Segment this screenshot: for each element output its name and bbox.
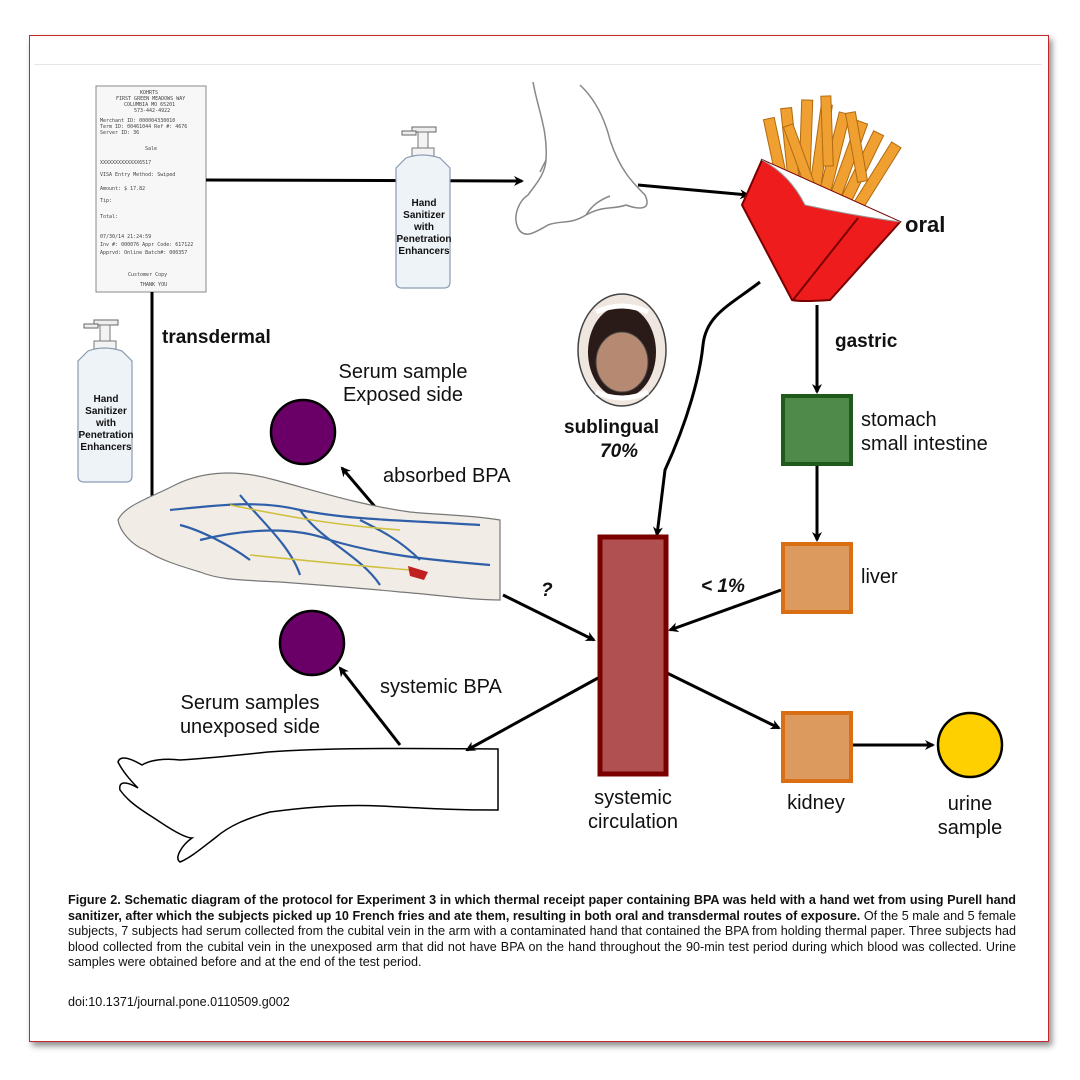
receipt-line: Inv #: 000076 Appr Code: 617122 — [100, 242, 194, 248]
receipt-line: Term ID: 00461044 Ref #: 4676 — [100, 124, 188, 130]
circulation-box — [597, 534, 669, 777]
label-serum-exposed-line2: Exposed side — [342, 384, 464, 406]
serum-circle-unexposed — [278, 609, 346, 677]
bottle-label-line: Sanitizer — [85, 406, 127, 417]
bottle-label-line: with — [96, 418, 116, 429]
arm-outline-unexposed — [117, 747, 499, 863]
label-urine-line1: urine — [947, 793, 993, 815]
arrow-liver-to-circulation — [668, 588, 782, 632]
top-divider — [34, 64, 1042, 65]
receipt-line: Customer Copy — [128, 272, 168, 278]
label-liver: liver — [861, 566, 898, 588]
receipt-line: FIRST GREEN MEADOWS WAY — [116, 96, 186, 102]
bottle-label-line: Sanitizer — [403, 210, 445, 221]
bottle-label-line: Penetration — [78, 430, 134, 441]
receipt-line: Apprvd: Online Batch#: 000357 — [100, 250, 188, 256]
receipt-line: Sale — [145, 146, 158, 152]
arrow-circulation-to-kidney — [666, 671, 781, 730]
label-question: ? — [541, 580, 553, 601]
serum-circle-exposed — [269, 398, 337, 466]
label-systemic-line2: circulation — [587, 811, 679, 833]
label-stomach-line1: stomach — [861, 409, 937, 431]
label-transdermal: transdermal — [162, 327, 271, 348]
liver-box — [781, 542, 853, 614]
receipt-line: Tip: — [100, 198, 113, 204]
figure-caption: Figure 2. Schematic diagram of the proto… — [68, 893, 1016, 971]
receipt-line: COLUMBIA MO 65201 — [124, 102, 176, 108]
kidney-box — [781, 711, 853, 783]
caption-doi: doi:10.1371/journal.pone.0110509.g002 — [68, 995, 290, 1009]
receipt-line: 07/30/14 21:24:59 — [100, 234, 152, 240]
label-urine-sample: urine sample — [925, 792, 1015, 840]
bottle-label-line: with — [414, 222, 434, 233]
hand-outline-top — [515, 81, 648, 235]
sanitizer-bottle-top — [395, 126, 451, 289]
arrows — [147, 175, 935, 752]
bottle-label-line: Enhancers — [398, 246, 450, 257]
label-serum-exposed: Serum sample Exposed side — [328, 361, 478, 407]
caption-body: Of the 5 male and 5 female subjects, 7 s… — [68, 908, 1016, 970]
label-less-than-1-percent: < 1% — [701, 576, 745, 597]
receipt-line: XXXXXXXXXXXXX6517 — [100, 160, 152, 166]
label-serum-unexposed-line1: Serum samples — [180, 692, 320, 714]
receipt-line: Merchant ID: 000004330010 — [100, 118, 176, 124]
receipt-line: Server ID: 36 — [100, 130, 140, 136]
arrow-sublingual — [653, 280, 761, 537]
bottle-label-left: Hand Sanitizer with Penetration Enhancer… — [78, 394, 134, 454]
sanitizer-bottle-left — [77, 319, 133, 483]
arm-with-veins — [117, 472, 501, 601]
receipt-line: VISA Entry Method: Swiped — [100, 172, 176, 178]
label-serum-unexposed-line2: unexposed side — [179, 716, 321, 738]
arrow-hand-to-fries — [637, 183, 750, 200]
receipt-line: 573-442-4922 — [134, 108, 171, 114]
caption-bold: Figure 2. Schematic diagram of the proto… — [68, 893, 1016, 923]
label-urine-line2: sample — [937, 817, 1003, 839]
label-systemic-line1: systemic — [594, 787, 672, 809]
label-kidney: kidney — [787, 792, 845, 814]
label-systemic-bpa: systemic BPA — [380, 676, 502, 698]
receipt-line: Amount: $ 17.82 — [100, 186, 146, 192]
label-absorbed-bpa: absorbed BPA — [383, 465, 511, 487]
label-stomach: stomach small intestine — [861, 408, 988, 456]
label-sublingual: sublingual — [564, 417, 659, 438]
label-gastric: gastric — [835, 331, 898, 352]
arrow-circulation-to-arm — [465, 676, 599, 752]
bottle-label-top: Hand Sanitizer with Penetration Enhancer… — [396, 198, 452, 258]
stomach-box — [781, 394, 853, 466]
french-fries — [740, 95, 902, 302]
label-stomach-line2: small intestine — [861, 433, 988, 455]
label-oral: oral — [905, 212, 946, 237]
bottle-label-line: Penetration — [396, 234, 452, 245]
label-serum-exposed-line1: Serum sample — [338, 361, 468, 383]
receipt-line: KOHRTS — [140, 90, 159, 96]
bottle-label-line: Hand — [411, 198, 437, 209]
arrow-arm-to-serum-unexposed — [338, 666, 402, 746]
urine-circle — [936, 711, 1004, 779]
label-sublingual-percent: 70% — [600, 441, 639, 462]
receipt-line: Total: — [100, 214, 119, 220]
label-serum-unexposed: Serum samples unexposed side — [170, 691, 330, 739]
receipt-line: THANK YOU — [140, 282, 168, 288]
thermal-receipt — [95, 85, 207, 293]
open-mouth — [577, 293, 667, 407]
bottle-label-line: Hand — [93, 394, 119, 405]
arrow-arm-to-circulation — [502, 593, 596, 642]
arrow-receipt-to-hand — [205, 175, 524, 186]
bottle-label-line: Enhancers — [80, 442, 132, 453]
label-systemic-circulation: systemic circulation — [573, 786, 693, 834]
